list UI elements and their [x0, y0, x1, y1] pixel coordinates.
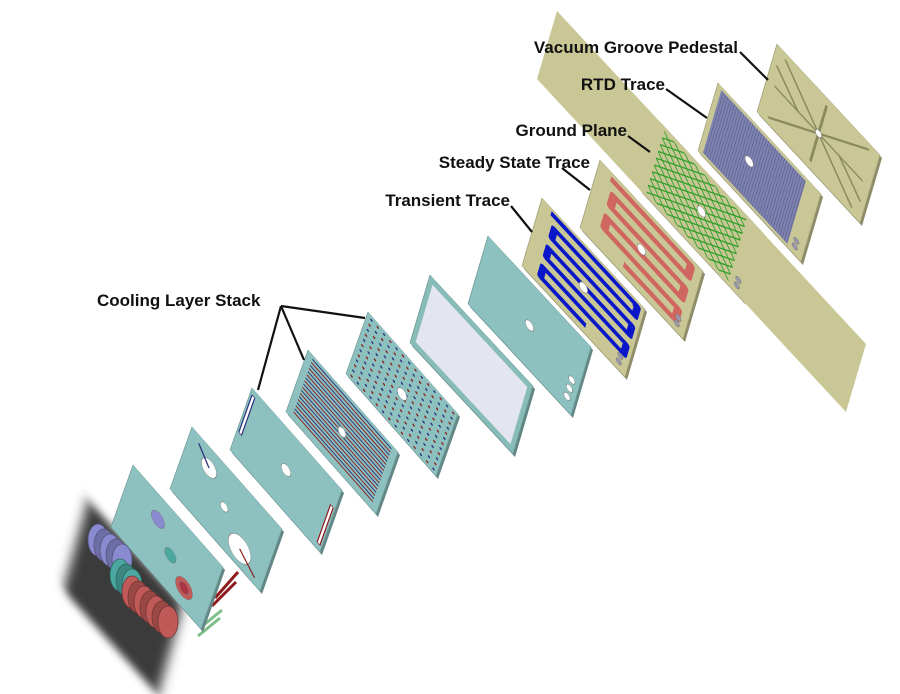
pin-0 — [213, 571, 240, 599]
cooling-inlet-plate — [229, 387, 343, 553]
leader-lines — [256, 51, 769, 391]
transient-trace-plate — [521, 197, 646, 378]
cooling-distribution-plate — [345, 311, 459, 477]
leader-cooling-1 — [256, 305, 283, 391]
substrate-plate — [467, 235, 592, 416]
label-cooling-layer-stack: Cooling Layer Stack — [97, 291, 261, 310]
rtd-trace-plate — [697, 82, 822, 263]
label-steady-state-trace: Steady State Trace — [439, 153, 590, 172]
pin-3 — [197, 616, 221, 638]
leader-transient — [510, 205, 533, 233]
leader-cooling-2 — [279, 305, 306, 361]
leader-steady — [561, 167, 591, 191]
insulator-frame-plate — [409, 274, 534, 455]
leader-cooling-3 — [280, 304, 366, 320]
leader-vacuum — [739, 51, 769, 81]
red-threaded-fitting-icon — [121, 575, 179, 639]
connector-plate — [110, 464, 224, 630]
vacuum-groove-pedestal-plate — [756, 43, 881, 224]
cooling-manifold-plate — [169, 426, 283, 592]
label-transient-trace: Transient Trace — [385, 191, 510, 210]
label-rtd-trace: RTD Trace — [581, 75, 665, 94]
leader-ground — [627, 135, 651, 153]
cooling-channel-plate — [285, 349, 399, 515]
pin-1 — [210, 580, 238, 608]
leader-rtd — [665, 88, 708, 119]
label-ground-plane: Ground Plane — [516, 121, 627, 140]
blue-threaded-fitting-icon — [87, 523, 133, 577]
steady-state-trace-plate — [579, 159, 704, 340]
label-vacuum-groove-pedestal: Vacuum Groove Pedestal — [534, 38, 738, 57]
